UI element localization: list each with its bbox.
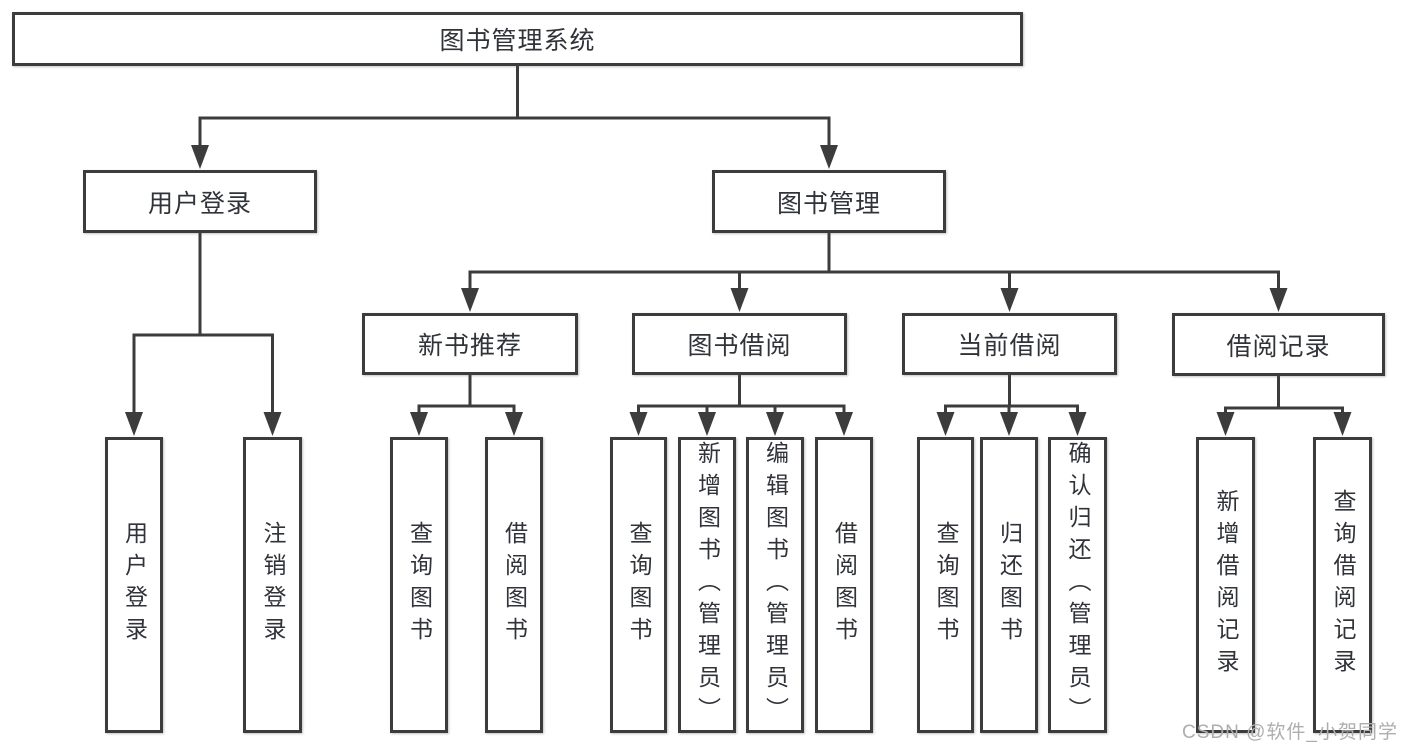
node-leaf-query-book-2: 查询图书 (610, 437, 667, 733)
arrowhead-to-leaf-query-borrow-record (1333, 412, 1352, 436)
connector-root (191, 64, 838, 169)
node-label-leaf-borrow-book-2: 借阅图书 (831, 521, 858, 649)
node-leaf-return-book: 归还图书 (980, 437, 1038, 733)
node-label-user-login: 用户登录 (147, 189, 252, 218)
node-label-leaf-user-login: 用户登录 (121, 521, 148, 649)
arrowhead-to-book-borrow (730, 288, 749, 312)
node-leaf-edit-book: 编辑图书（管理员） (746, 437, 804, 733)
node-leaf-add-borrow-record: 新增借阅记录 (1196, 437, 1255, 733)
arrowhead-to-leaf-borrow-book-1 (505, 412, 523, 436)
node-leaf-confirm-return: 确认归还（管理员） (1048, 437, 1107, 733)
node-label-leaf-confirm-return: 确认归还（管理员） (1065, 441, 1091, 729)
connector-new-book-recommend (410, 373, 523, 436)
node-label-leaf-logout: 注销登录 (260, 521, 286, 649)
arrowhead-to-user-login (191, 145, 209, 169)
node-leaf-add-book: 新增图书（管理员） (678, 437, 736, 733)
node-leaf-query-book-1: 查询图书 (390, 437, 448, 733)
arrowhead-to-leaf-borrow-book-2 (835, 412, 853, 436)
connector-borrow-records (1216, 374, 1352, 436)
node-current-borrow: 当前借阅 (902, 313, 1117, 375)
node-label-leaf-add-borrow-record: 新增借阅记录 (1213, 489, 1239, 681)
node-label-leaf-query-book-3: 查询图书 (933, 521, 959, 649)
node-label-leaf-query-book-2: 查询图书 (626, 521, 652, 649)
arrowhead-to-leaf-add-borrow-record (1216, 412, 1235, 436)
node-label-leaf-borrow-book-1: 借阅图书 (501, 521, 528, 649)
node-new-book-recommend: 新书推荐 (362, 313, 578, 375)
connector-book-borrow (629, 373, 853, 436)
node-label-leaf-return-book: 归还图书 (996, 521, 1023, 649)
node-leaf-query-borrow-record: 查询借阅记录 (1313, 437, 1372, 733)
arrowhead-to-new-book-recommend (461, 288, 479, 312)
connector-current-borrow (936, 373, 1087, 436)
connector-user-login (125, 231, 282, 436)
node-label-new-book-recommend: 新书推荐 (417, 332, 522, 360)
arrowhead-to-current-borrow (1000, 288, 1019, 312)
arrowhead-to-leaf-return-book (1000, 412, 1018, 436)
arrowhead-to-book-management (820, 145, 838, 169)
arrowhead-to-borrow-records (1269, 288, 1288, 312)
node-label-root: 图书管理系统 (439, 27, 596, 55)
arrowhead-to-leaf-edit-book (766, 412, 784, 436)
arrowhead-to-leaf-query-book-3 (936, 412, 955, 436)
arrowhead-to-leaf-user-login (125, 412, 143, 436)
watermark-text: CSDN @软件_小贺同学 (1182, 722, 1398, 743)
arrowhead-to-leaf-logout (263, 412, 282, 436)
node-book-management: 图书管理 (712, 170, 946, 233)
node-label-current-borrow: 当前借阅 (957, 332, 1062, 360)
node-label-leaf-query-borrow-record: 查询借阅记录 (1330, 489, 1356, 681)
node-borrow-records: 借阅记录 (1172, 313, 1385, 376)
connector-book-management (461, 231, 1288, 312)
node-label-book-borrow: 图书借阅 (687, 332, 792, 360)
arrowhead-to-leaf-query-book-1 (410, 412, 428, 436)
node-label-leaf-query-book-1: 查询图书 (406, 521, 433, 649)
node-label-book-management: 图书管理 (776, 189, 881, 218)
node-leaf-borrow-book-1: 借阅图书 (485, 437, 543, 733)
node-leaf-query-book-3: 查询图书 (917, 437, 974, 733)
arrowhead-to-leaf-confirm-return (1068, 412, 1087, 436)
node-user-login: 用户登录 (83, 170, 317, 233)
arrowhead-to-leaf-query-book-2 (629, 412, 648, 436)
node-root: 图书管理系统 (12, 12, 1023, 66)
node-leaf-logout: 注销登录 (243, 437, 302, 733)
node-leaf-user-login: 用户登录 (105, 437, 163, 733)
node-label-borrow-records: 借阅记录 (1226, 332, 1331, 361)
node-leaf-borrow-book-2: 借阅图书 (815, 437, 873, 733)
node-label-leaf-add-book: 新增图书（管理员） (694, 441, 721, 729)
node-label-leaf-edit-book: 编辑图书（管理员） (762, 441, 789, 729)
node-book-borrow: 图书借阅 (632, 313, 847, 375)
arrowhead-to-leaf-add-book (698, 412, 716, 436)
